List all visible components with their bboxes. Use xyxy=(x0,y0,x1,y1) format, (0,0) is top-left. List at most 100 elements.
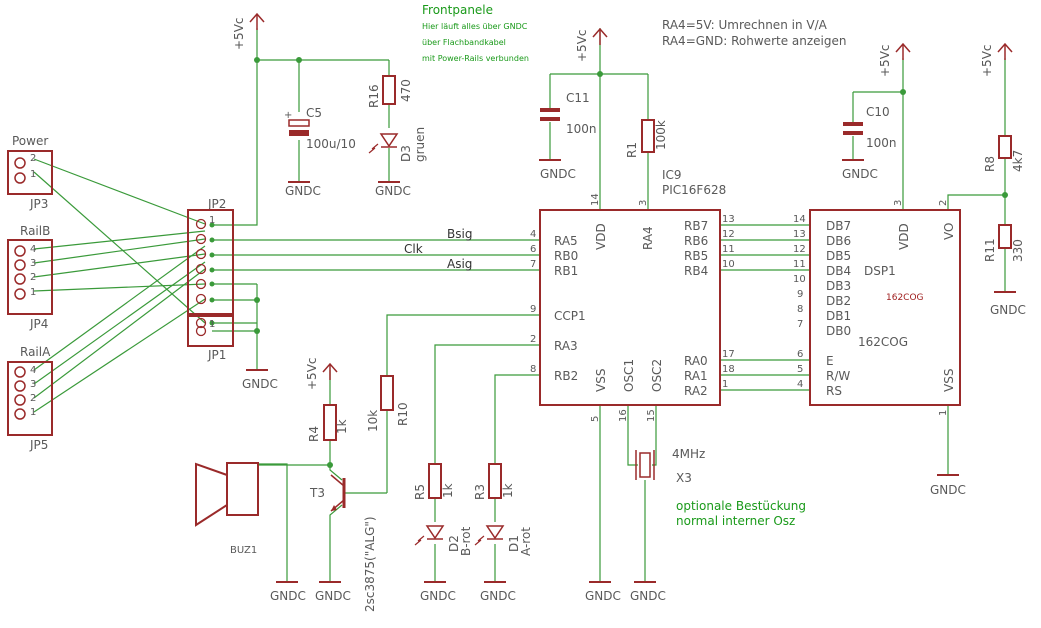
svg-text:GNDC: GNDC xyxy=(480,589,516,603)
svg-text:7: 7 xyxy=(530,259,536,270)
svg-text:R3: R3 xyxy=(473,484,487,500)
svg-text:RA1: RA1 xyxy=(684,369,708,383)
resistor-r8: R8 4k7 xyxy=(983,135,1025,172)
svg-text:RB1: RB1 xyxy=(554,264,578,278)
svg-text:Frontpanele: Frontpanele xyxy=(422,3,493,17)
svg-text:Bsig: Bsig xyxy=(447,227,472,241)
svg-text:R5: R5 xyxy=(413,484,427,500)
svg-text:100k: 100k xyxy=(654,120,668,150)
svg-text:JP2: JP2 xyxy=(207,197,226,211)
ground-labels: GNDC GNDC GNDC GNDC GNDC GNDC GNDC GNDC … xyxy=(242,167,1026,603)
svg-text:X3: X3 xyxy=(676,471,692,485)
svg-text:RS: RS xyxy=(826,384,842,398)
svg-text:GNDC: GNDC xyxy=(315,589,351,603)
svg-text:1: 1 xyxy=(209,215,215,226)
svg-text:E: E xyxy=(826,354,834,368)
led-d3: D3 gruen xyxy=(368,127,427,162)
frontpanel-note: Frontpanele Hier läuft alles über GNDC ü… xyxy=(422,3,529,63)
svg-text:gruen: gruen xyxy=(413,127,427,162)
svg-text:VDD: VDD xyxy=(594,223,608,250)
svg-text:Hier läuft alles über GNDC: Hier läuft alles über GNDC xyxy=(422,22,528,31)
svg-text:VO: VO xyxy=(942,223,956,240)
svg-text:16: 16 xyxy=(618,409,629,422)
svg-text:RailB: RailB xyxy=(20,224,50,238)
svg-text:GNDC: GNDC xyxy=(930,483,966,497)
svg-text:JP5: JP5 xyxy=(29,438,48,452)
svg-text:RB6: RB6 xyxy=(684,234,708,248)
svg-text:RailA: RailA xyxy=(20,345,51,359)
svg-text:RA2: RA2 xyxy=(684,384,708,398)
svg-text:DSP1: DSP1 xyxy=(864,264,896,278)
resistor-r4: R4 1k xyxy=(307,404,349,442)
ra4-note: RA4=5V: Umrechnen in V/A RA4=GND: Rohwer… xyxy=(662,18,846,48)
svg-text:1k: 1k xyxy=(335,419,349,434)
svg-text:10: 10 xyxy=(722,259,735,270)
svg-text:Power: Power xyxy=(12,134,48,148)
svg-text:1: 1 xyxy=(30,407,36,418)
svg-text:2: 2 xyxy=(938,200,949,206)
svg-text:C5: C5 xyxy=(306,106,322,120)
svg-text:DB6: DB6 xyxy=(826,234,851,248)
svg-text:RA4=GND: Rohwerte anzeigen: RA4=GND: Rohwerte anzeigen xyxy=(662,34,846,48)
svg-text:C11: C11 xyxy=(566,91,590,105)
svg-text:R10: R10 xyxy=(396,402,410,426)
svg-text:C10: C10 xyxy=(866,105,890,119)
oscillator-note: optionale Bestückung normal interner Osz xyxy=(676,499,806,528)
svg-text:RA3: RA3 xyxy=(554,339,578,353)
svg-text:RB7: RB7 xyxy=(684,219,708,233)
svg-text:15: 15 xyxy=(646,409,657,422)
svg-text:DB1: DB1 xyxy=(826,309,851,323)
svg-text:3: 3 xyxy=(893,200,904,206)
svg-text:1k: 1k xyxy=(501,483,515,498)
svg-text:+5Vc: +5Vc xyxy=(980,45,994,78)
svg-text:JP3: JP3 xyxy=(29,197,48,211)
svg-text:100n: 100n xyxy=(566,122,597,136)
svg-text:+5Vc: +5Vc xyxy=(878,45,892,78)
svg-text:RB2: RB2 xyxy=(554,369,578,383)
svg-text:GNDC: GNDC xyxy=(585,589,621,603)
svg-text:RB4: RB4 xyxy=(684,264,708,278)
svg-text:+5Vc: +5Vc xyxy=(575,30,589,63)
wires xyxy=(33,28,1006,582)
connector-jp2: JP2 1 xyxy=(187,197,234,315)
svg-text:12: 12 xyxy=(793,244,806,255)
capacitor-c10: C10 100n xyxy=(843,105,897,150)
buzzer-icon: BUZ1 xyxy=(195,462,259,556)
svg-text:RA5: RA5 xyxy=(554,234,578,248)
svg-text:R/W: R/W xyxy=(826,369,850,383)
svg-text:D1: D1 xyxy=(507,535,521,552)
svg-text:GNDC: GNDC xyxy=(630,589,666,603)
capacitor-c5: + C5 100u/10 xyxy=(284,106,356,151)
led-d1: D1 A-rot xyxy=(474,525,533,556)
vcc-labels: +5Vc +5Vc +5Vc +5Vc +5Vc xyxy=(232,18,994,391)
vcc-arrow-icon xyxy=(249,12,1013,380)
transistor-t3: T3 2sc3875("ALG") xyxy=(309,474,377,612)
svg-text:5: 5 xyxy=(590,416,601,422)
svg-text:1: 1 xyxy=(30,287,36,298)
svg-text:R16: R16 xyxy=(367,84,381,108)
svg-text:GNDC: GNDC xyxy=(270,589,306,603)
svg-text:2: 2 xyxy=(30,393,36,404)
ground-icon xyxy=(246,159,1016,583)
svg-text:D2: D2 xyxy=(447,535,461,552)
svg-text:JP1: JP1 xyxy=(207,348,226,362)
svg-text:6: 6 xyxy=(530,244,536,255)
svg-text:9: 9 xyxy=(530,304,536,315)
svg-text:DB4: DB4 xyxy=(826,264,851,278)
svg-text:14: 14 xyxy=(793,214,806,225)
svg-text:11: 11 xyxy=(793,259,806,270)
svg-text:GNDC: GNDC xyxy=(842,167,878,181)
svg-text:VDD: VDD xyxy=(897,223,911,250)
svg-text:13: 13 xyxy=(793,229,806,240)
crystal-x3: 4MHz X3 xyxy=(635,447,705,485)
svg-text:mit Power-Rails verbunden: mit Power-Rails verbunden xyxy=(422,54,529,63)
svg-text:JP4: JP4 xyxy=(29,317,48,331)
svg-text:17: 17 xyxy=(722,349,735,360)
svg-text:optionale Bestückung: optionale Bestückung xyxy=(676,499,806,513)
svg-text:330: 330 xyxy=(1011,239,1025,262)
svg-text:10k: 10k xyxy=(366,410,380,432)
svg-text:Clk: Clk xyxy=(404,242,423,256)
svg-text:7: 7 xyxy=(797,319,803,330)
svg-text:162COG: 162COG xyxy=(886,293,924,303)
